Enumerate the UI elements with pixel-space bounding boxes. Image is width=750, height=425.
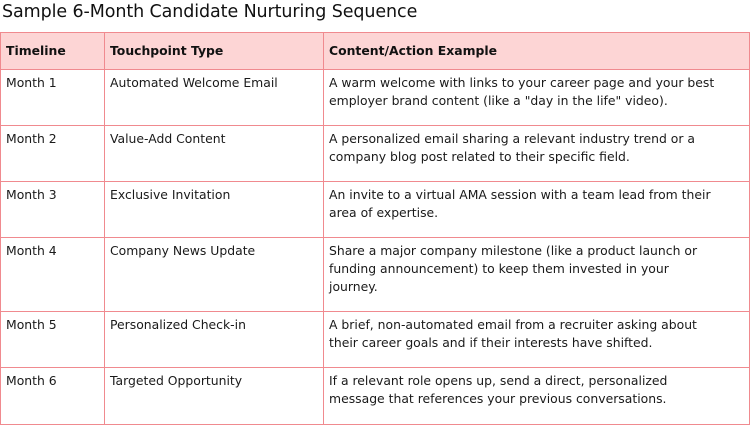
example-line: their career goals and if their interest… bbox=[329, 335, 653, 350]
table-header-row: Timeline Touchpoint Type Content/Action … bbox=[0, 32, 750, 70]
example-line: company blog post related to their speci… bbox=[329, 149, 630, 164]
table-row: Month 3 Exclusive Invitation An invite t… bbox=[0, 181, 750, 238]
example-line: message that references your previous co… bbox=[329, 391, 667, 406]
example-line: journey. bbox=[329, 279, 378, 294]
touchpoint-type-cell: Company News Update bbox=[104, 237, 324, 312]
table-row: Month 1 Automated Welcome Email A warm w… bbox=[0, 69, 750, 126]
example-cell: A personalized email sharing a relevant … bbox=[323, 125, 750, 182]
nurturing-sequence-table: Timeline Touchpoint Type Content/Action … bbox=[0, 32, 750, 425]
example-cell: Share a major company milestone (like a … bbox=[323, 237, 750, 312]
example-line: An invite to a virtual AMA session with … bbox=[329, 187, 711, 202]
example-line: A brief, non-automated email from a recr… bbox=[329, 317, 697, 332]
timeline-cell: Month 6 bbox=[0, 367, 105, 425]
touchpoint-type-cell: Personalized Check-in bbox=[104, 311, 324, 368]
example-line: A warm welcome with links to your career… bbox=[329, 75, 715, 90]
table-row: Month 2 Value-Add Content A personalized… bbox=[0, 125, 750, 182]
header-timeline: Timeline bbox=[0, 32, 105, 70]
timeline-cell: Month 1 bbox=[0, 69, 105, 126]
touchpoint-type-cell: Automated Welcome Email bbox=[104, 69, 324, 126]
table-row: Month 4 Company News Update Share a majo… bbox=[0, 237, 750, 312]
example-line: If a relevant role opens up, send a dire… bbox=[329, 373, 668, 388]
timeline-cell: Month 4 bbox=[0, 237, 105, 312]
header-touchpoint-type: Touchpoint Type bbox=[104, 32, 324, 70]
example-line: area of expertise. bbox=[329, 205, 439, 220]
timeline-cell: Month 3 bbox=[0, 181, 105, 238]
timeline-cell: Month 5 bbox=[0, 311, 105, 368]
touchpoint-type-cell: Value-Add Content bbox=[104, 125, 324, 182]
page-title: Sample 6-Month Candidate Nurturing Seque… bbox=[2, 2, 418, 22]
example-line: funding announcement) to keep them inves… bbox=[329, 261, 669, 276]
table-row: Month 6 Targeted Opportunity If a releva… bbox=[0, 367, 750, 425]
touchpoint-type-cell: Targeted Opportunity bbox=[104, 367, 324, 425]
timeline-cell: Month 2 bbox=[0, 125, 105, 182]
touchpoint-type-cell: Exclusive Invitation bbox=[104, 181, 324, 238]
example-cell: An invite to a virtual AMA session with … bbox=[323, 181, 750, 238]
example-line: employer brand content (like a "day in t… bbox=[329, 93, 668, 108]
example-cell: A brief, non-automated email from a recr… bbox=[323, 311, 750, 368]
example-cell: A warm welcome with links to your career… bbox=[323, 69, 750, 126]
example-line: A personalized email sharing a relevant … bbox=[329, 131, 695, 146]
table-row: Month 5 Personalized Check-in A brief, n… bbox=[0, 311, 750, 368]
header-content-action-example: Content/Action Example bbox=[323, 32, 750, 70]
example-line: Share a major company milestone (like a … bbox=[329, 243, 698, 258]
example-cell: If a relevant role opens up, send a dire… bbox=[323, 367, 750, 425]
